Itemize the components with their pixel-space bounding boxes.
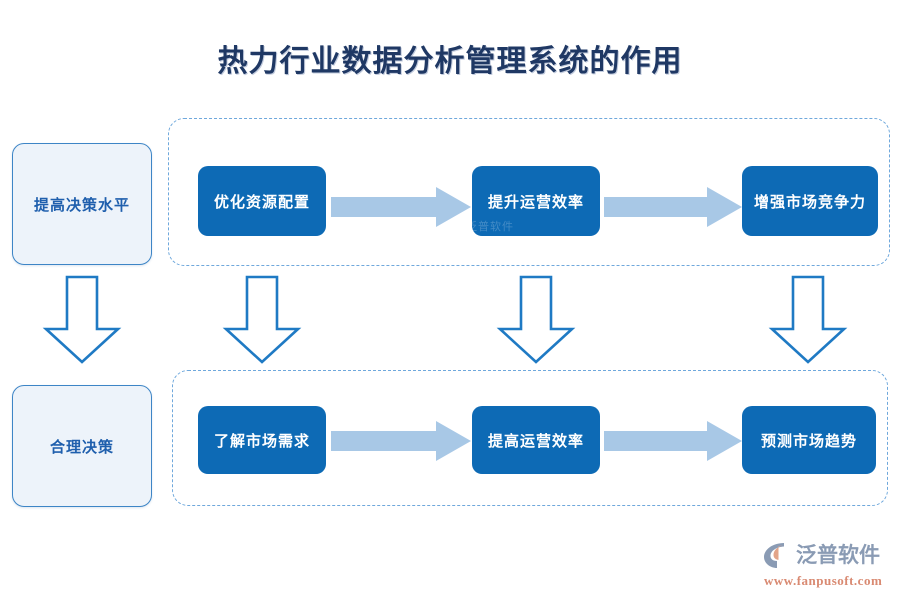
- side-box-label: 提高决策水平: [33, 197, 130, 214]
- dashed-group-bottom: [172, 370, 888, 506]
- watermark-brand-name: 泛普软件: [796, 543, 880, 567]
- watermark-url: www.fanpusoft.com: [764, 573, 883, 588]
- process-box-top-3[interactable]: 增强市场竞争力: [742, 166, 878, 236]
- arrow-right-icon: [604, 186, 742, 228]
- page-title: 热力行业数据分析管理系统的作用: [217, 45, 683, 78]
- dashed-group-top: [168, 118, 890, 266]
- process-box-label: 提升运营效率: [487, 194, 584, 211]
- process-box-bottom-2[interactable]: 提高运营效率: [472, 406, 600, 474]
- process-box-top-1[interactable]: 优化资源配置: [198, 166, 326, 236]
- arrow-right-icon: [604, 420, 742, 462]
- process-box-label: 了解市场需求: [213, 433, 310, 450]
- process-box-label: 增强市场竞争力: [753, 194, 866, 211]
- side-box-reasonable-decision[interactable]: 合理决策: [12, 385, 152, 507]
- arrow-down-outline-icon: [768, 275, 848, 365]
- process-box-bottom-1[interactable]: 了解市场需求: [198, 406, 326, 474]
- side-box-label: 合理决策: [49, 439, 114, 456]
- watermark-logo: 泛普软件 www.fanpusoft.com: [762, 540, 894, 592]
- arrow-down-outline-icon: [42, 275, 122, 365]
- arrow-down-outline-icon: [496, 275, 576, 365]
- watermark-logo-row: 泛普软件: [762, 540, 880, 570]
- side-box-improve-decision[interactable]: 提高决策水平: [12, 143, 152, 265]
- process-box-top-2[interactable]: 提升运营效率: [472, 166, 600, 236]
- process-box-label: 预测市场趋势: [760, 433, 857, 450]
- arrow-right-icon: [331, 420, 471, 462]
- arrow-right-icon: [331, 186, 471, 228]
- process-box-bottom-3[interactable]: 预测市场趋势: [742, 406, 876, 474]
- arrow-down-outline-icon: [222, 275, 302, 365]
- fanpu-logo-icon: [762, 540, 792, 570]
- process-box-label: 提高运营效率: [487, 433, 584, 450]
- process-box-label: 优化资源配置: [213, 194, 310, 211]
